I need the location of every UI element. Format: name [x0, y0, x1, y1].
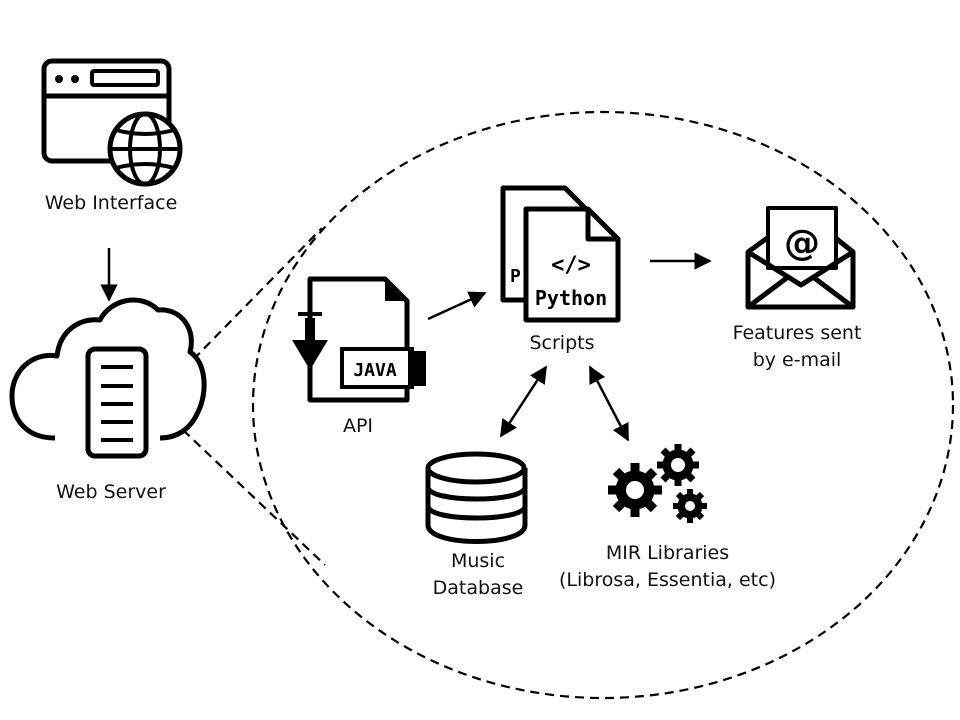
- gear-small: [673, 489, 707, 523]
- java-badge-text: JAVA: [353, 360, 397, 381]
- globe-icon: [107, 111, 183, 187]
- libraries-label: MIR Libraries (Librosa, Essentia, etc): [545, 540, 790, 594]
- web-interface-label: Web Interface: [44, 192, 178, 214]
- envelope-at-icon: @: [745, 206, 856, 310]
- zoom-line-lower: [182, 429, 326, 566]
- browser-globe-icon: [41, 58, 183, 187]
- zoom-ellipse: [251, 110, 955, 700]
- python-back-badge: P: [510, 266, 521, 287]
- gear-large: [608, 463, 662, 517]
- database-label: Music Database: [408, 548, 548, 602]
- api-label: API: [342, 415, 374, 437]
- at-glyph: @: [784, 223, 820, 264]
- python-files-icon: P </> Python: [500, 185, 621, 323]
- gears-icon: [608, 444, 707, 523]
- cloud-server-icon: [9, 297, 207, 459]
- code-glyph: </>: [551, 253, 591, 278]
- python-badge-text: Python: [535, 286, 607, 310]
- arrow-scripts-database: [499, 365, 548, 438]
- arrow-api-to-scripts: [427, 291, 487, 321]
- scripts-label: Scripts: [529, 332, 595, 354]
- database-label-line1: Music: [450, 550, 506, 572]
- gear-top: [657, 444, 699, 486]
- email-label: Features sent by e-mail: [707, 320, 887, 374]
- libraries-label-line1: MIR Libraries: [605, 542, 730, 564]
- zoom-line-upper: [182, 227, 323, 371]
- database-label-line2: Database: [432, 577, 524, 599]
- libraries-label-line2: (Librosa, Essentia, etc): [559, 569, 776, 591]
- zoom-region: [182, 110, 955, 700]
- email-label-line2: by e-mail: [752, 349, 842, 371]
- arrow-scripts-libraries: [588, 365, 630, 442]
- java-file-icon: JAVA: [292, 276, 426, 403]
- email-label-line1: Features sent: [732, 322, 862, 344]
- database-icon: [425, 451, 528, 544]
- web-server-label: Web Server: [56, 481, 166, 503]
